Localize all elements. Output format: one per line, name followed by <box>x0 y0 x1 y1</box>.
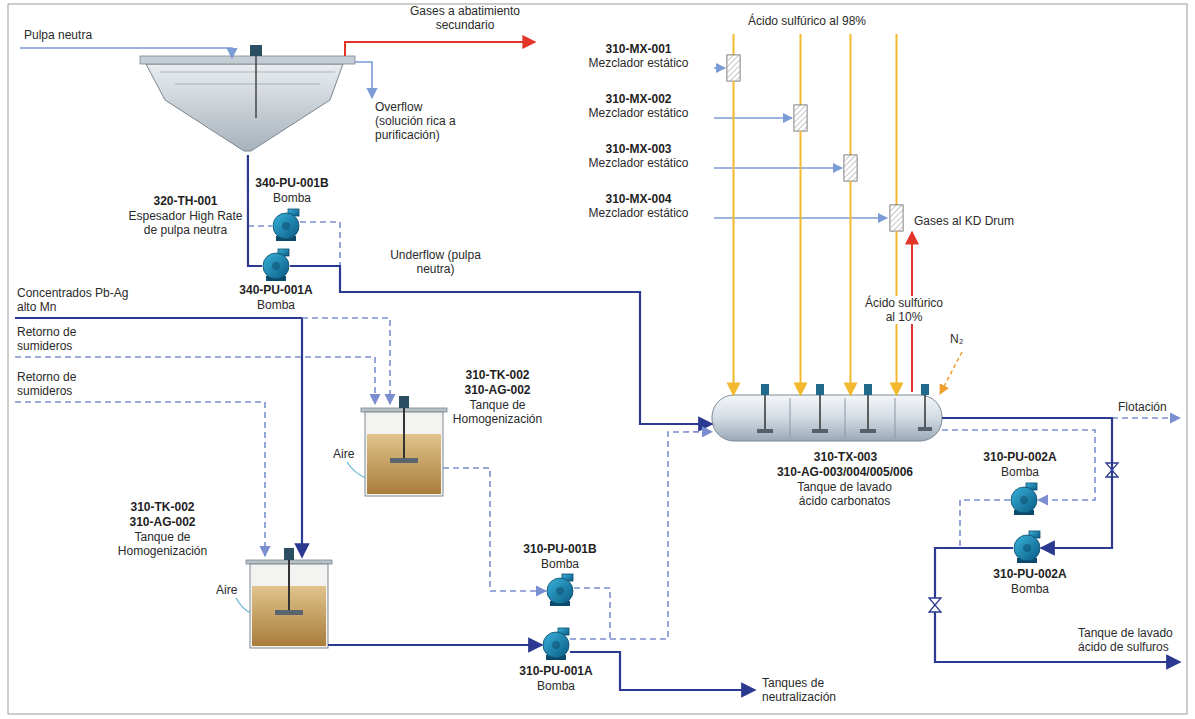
label-text: 310-AG-003/004/005/006 <box>770 465 920 479</box>
equipment-node: 310-MX-003Mezclador estático <box>844 155 857 181</box>
label-text: Ácido sulfúrico al 10% <box>860 296 948 324</box>
concentrate-branch <box>302 318 390 404</box>
label-text: Tanque de lavado ácido de sulfuros <box>1078 626 1182 654</box>
label-text: Underflow (pulpa neutra) <box>388 248 483 276</box>
equipment-node: 310-PU-002ABomba <box>1010 486 1038 514</box>
label-text: Aire <box>333 447 363 461</box>
label-text: Bomba <box>252 191 332 205</box>
label-text: 310-MX-001 <box>565 42 712 56</box>
equipment-node: 310-PU-001ABomba <box>542 631 570 659</box>
process-line <box>248 155 262 266</box>
thickener-drawing <box>140 45 355 151</box>
label-text: 310-PU-002A <box>975 450 1065 464</box>
label-text: Gases al KD Drum <box>914 214 1024 228</box>
concentrate-line <box>15 318 302 557</box>
equipment-node: 320-TH-001Espesador High Rate de pulpa n… <box>140 55 355 155</box>
equipment-node: 310-PU-002ABomba <box>1013 534 1041 562</box>
gas-line <box>345 42 535 56</box>
label-text: Gases a abatimiento secundario <box>385 4 545 32</box>
neutralization-line <box>570 652 755 690</box>
label-text: 320-TH-001 <box>128 194 243 208</box>
nitrogen-line <box>940 352 962 394</box>
label-text: Aire <box>216 583 246 597</box>
process-line <box>328 644 542 646</box>
label-text: Bomba <box>515 557 605 571</box>
standby-line <box>574 588 610 639</box>
label-text: Flotación <box>1118 400 1183 414</box>
label-text: 310-TX-003 <box>778 450 913 464</box>
label-text: 310-PU-002A <box>985 567 1075 581</box>
label-text: 310-MX-004 <box>565 192 712 206</box>
label-text: Ácido sulfúrico al 98% <box>722 14 892 28</box>
equipment-node: 310-MX-001Mezclador estático <box>727 55 740 81</box>
frame <box>8 4 1187 714</box>
label-text: Tanque de Homogenización <box>110 530 215 558</box>
label-text: Mezclador estático <box>565 156 712 170</box>
equipment-node: 310-TK-002310-AG-002Tanque de Homogeniza… <box>365 408 443 492</box>
feed-line <box>20 48 232 58</box>
equipment-node: 310-TK-002310-AG-002Tanque de Homogeniza… <box>250 560 328 648</box>
label-text: Mezclador estático <box>565 106 712 120</box>
label-text: 340-PU-001A <box>236 283 316 297</box>
acid-headers <box>734 34 897 205</box>
label-text: Espesador High Rate de pulpa neutra <box>128 209 243 237</box>
sump-return-line <box>15 357 375 404</box>
equipment-node: 310-MX-004Mezclador estático <box>890 205 903 231</box>
process-line <box>800 131 802 395</box>
label-text: Bomba <box>975 465 1065 479</box>
process-line <box>570 432 712 639</box>
flotation-line <box>1112 417 1180 419</box>
label-text: Bomba <box>236 298 316 312</box>
label-text: 310-PU-001A <box>511 664 601 678</box>
label-text: Tanques de neutralización <box>762 676 850 704</box>
standby-line <box>960 500 1010 548</box>
label-text: Retorno de sumideros <box>17 325 92 353</box>
label-text: N₂ <box>950 332 968 346</box>
overflow-line <box>355 62 372 98</box>
label-text: 310-TK-002 <box>110 500 215 514</box>
label-text: Tanque de lavado ácido carbonatos <box>792 480 897 508</box>
equipment-node: 310-PU-001BBomba <box>546 577 574 605</box>
label-text: Overflow (solución rica a purificación) <box>375 100 470 142</box>
label-text: Bomba <box>511 679 601 693</box>
label-text: 310-MX-003 <box>565 142 712 156</box>
label-text: Bomba <box>985 582 1075 596</box>
equipment-node: 340-PU-001ABomba <box>262 252 290 280</box>
equipment-node: 310-TX-003310-AG-003/004/005/006Tanque d… <box>712 395 942 441</box>
label-text: 310-PU-001B <box>515 542 605 556</box>
process-line <box>942 418 1112 548</box>
label-text: Retorno de sumideros <box>17 370 92 398</box>
label-text: Mezclador estático <box>565 206 712 220</box>
process-line <box>443 468 546 591</box>
process-line <box>733 81 735 395</box>
label-text: Tanque de Homogenización <box>445 398 550 426</box>
equipment-node: 310-MX-002Mezclador estático <box>794 105 807 131</box>
label-text: 310-TK-002 <box>445 368 550 382</box>
label-text: 310-AG-002 <box>110 515 215 529</box>
equipment-node: 340-PU-001BBomba <box>272 212 300 240</box>
label-text: 310-AG-002 <box>445 383 550 397</box>
label-text: Mezclador estático <box>565 56 712 70</box>
wash-tank-drawing <box>712 384 942 441</box>
label-text: Pulpa neutra <box>24 28 124 42</box>
process-line <box>942 430 1095 500</box>
label-text: Concentrados Pb-Ag alto Mn <box>17 286 132 314</box>
label-text: 340-PU-001B <box>252 176 332 190</box>
label-text: 310-MX-002 <box>565 92 712 106</box>
process-line <box>850 181 852 395</box>
